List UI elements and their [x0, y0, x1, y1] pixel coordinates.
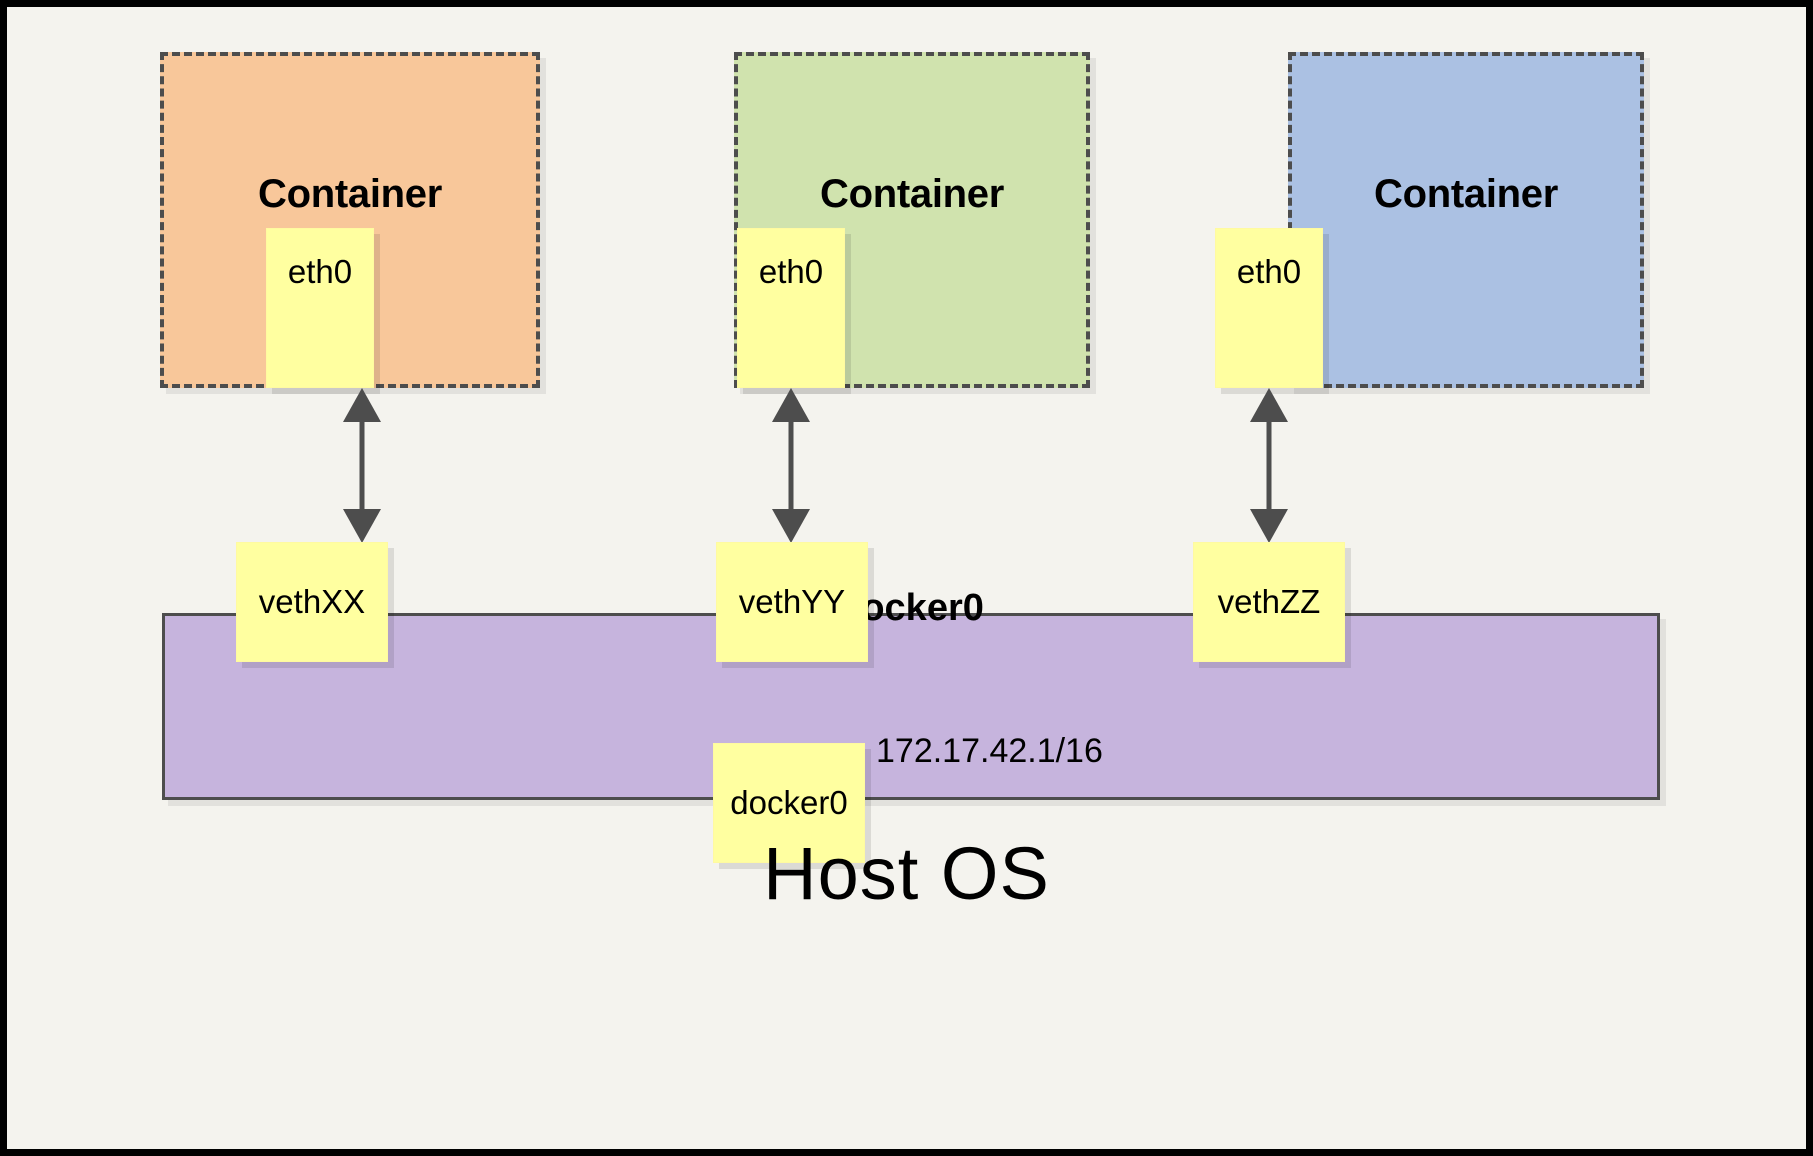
diagram-stage: Container eth0 Container eth0 Container …: [7, 7, 1806, 1149]
container-eth0-box-2: eth0: [737, 228, 845, 388]
veth-link-arrow-3: [1250, 388, 1288, 543]
container-title-2: Container: [820, 172, 1004, 216]
container-eth0-label-3: eth0: [1236, 253, 1302, 290]
docker0-interface-box: docker0: [713, 743, 865, 863]
container-eth0-box-3: eth0: [1215, 228, 1323, 388]
container-title-3: Container: [1374, 172, 1558, 216]
veth-label-1: vethXX: [258, 582, 366, 620]
veth-box-1: vethXX: [236, 542, 388, 662]
veth-label-2: vethYY: [738, 582, 846, 620]
container-box-2: Container: [734, 52, 1090, 388]
docker0-bridge-bar: [162, 613, 1660, 800]
container-title-1: Container: [258, 172, 442, 216]
veth-link-arrow-2: [772, 388, 810, 543]
container-box-3: Container: [1288, 52, 1644, 388]
container-eth0-label-2: eth0: [758, 253, 824, 290]
veth-label-3: vethZZ: [1217, 582, 1321, 620]
docker0-ip-address: 172.17.42.1/16: [876, 732, 1103, 770]
veth-link-arrow-1: [343, 388, 381, 543]
docker0-interface-label: docker0: [730, 783, 848, 821]
container-eth0-box-1: eth0: [266, 228, 374, 388]
veth-box-3: vethZZ: [1193, 542, 1345, 662]
host-os-label: Host OS: [763, 832, 1050, 915]
veth-box-2: vethYY: [716, 542, 868, 662]
container-eth0-label-1: eth0: [287, 253, 353, 290]
